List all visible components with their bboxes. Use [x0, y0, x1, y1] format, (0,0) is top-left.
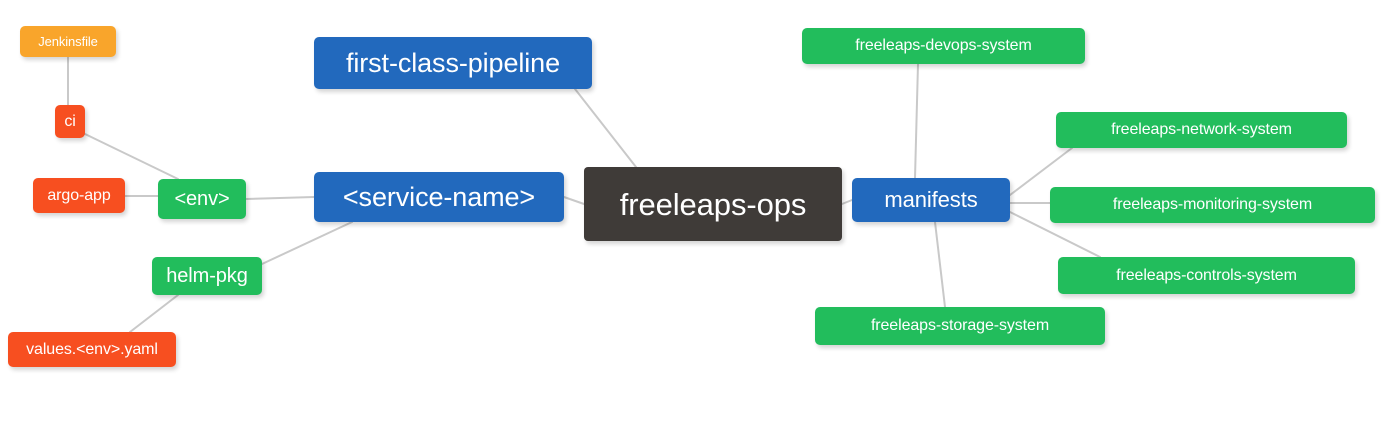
mindmap-node-label: values.<env>.yaml — [26, 340, 158, 358]
edge-service-to-helm — [261, 221, 353, 265]
mindmap-node-service[interactable]: <service-name> — [314, 172, 564, 222]
mindmap-node-label: freeleaps-ops — [619, 186, 807, 222]
edge-manifests-to-devops — [914, 63, 919, 179]
mindmap-node-label: helm-pkg — [166, 265, 248, 287]
mindmap-node-label: Jenkinsfile — [38, 34, 98, 49]
mindmap-node-pipeline[interactable]: first-class-pipeline — [314, 37, 592, 89]
mindmap-node-root[interactable]: freeleaps-ops — [584, 167, 842, 241]
edge-helm-to-values — [129, 294, 179, 333]
mindmap-node-network[interactable]: freeleaps-network-system — [1056, 112, 1347, 148]
mindmap-node-label: freeleaps-devops-system — [855, 37, 1032, 54]
mindmap-node-argo[interactable]: argo-app — [33, 178, 125, 213]
mindmap-node-monitoring[interactable]: freeleaps-monitoring-system — [1050, 187, 1375, 223]
mindmap-node-values[interactable]: values.<env>.yaml — [8, 332, 176, 367]
edge-root-to-manifests — [841, 199, 853, 205]
edge-root-to-service — [563, 196, 585, 205]
mindmap-node-label: argo-app — [47, 186, 111, 204]
mindmap-node-jenkins[interactable]: Jenkinsfile — [20, 26, 116, 57]
mindmap-node-label: <service-name> — [342, 181, 536, 212]
mindmap-node-label: manifests — [884, 187, 978, 212]
mindmap-node-label: freeleaps-storage-system — [870, 317, 1050, 334]
mindmap-node-label: ci — [64, 112, 76, 130]
edge-env-to-ci — [84, 133, 179, 180]
edge-service-to-env — [245, 196, 315, 200]
mindmap-node-manifests[interactable]: manifests — [852, 178, 1010, 222]
mindmap-node-label: freeleaps-monitoring-system — [1112, 196, 1313, 213]
mindmap-node-label: <env> — [174, 188, 230, 210]
mindmap-node-label: freeleaps-controls-system — [1116, 266, 1297, 284]
edge-manifests-to-storage — [934, 221, 946, 308]
mindmap-node-devops[interactable]: freeleaps-devops-system — [802, 28, 1085, 64]
mindmap-node-ci[interactable]: ci — [55, 105, 85, 138]
mindmap-node-label: freeleaps-network-system — [1111, 121, 1292, 138]
edge-root-to-pipeline — [574, 88, 637, 168]
mindmap-node-label: first-class-pipeline — [345, 47, 561, 78]
mindmap-node-helm[interactable]: helm-pkg — [152, 257, 262, 295]
mindmap-node-controls[interactable]: freeleaps-controls-system — [1058, 257, 1355, 294]
mindmap-node-storage[interactable]: freeleaps-storage-system — [815, 307, 1105, 345]
mindmap-node-env[interactable]: <env> — [158, 179, 246, 219]
